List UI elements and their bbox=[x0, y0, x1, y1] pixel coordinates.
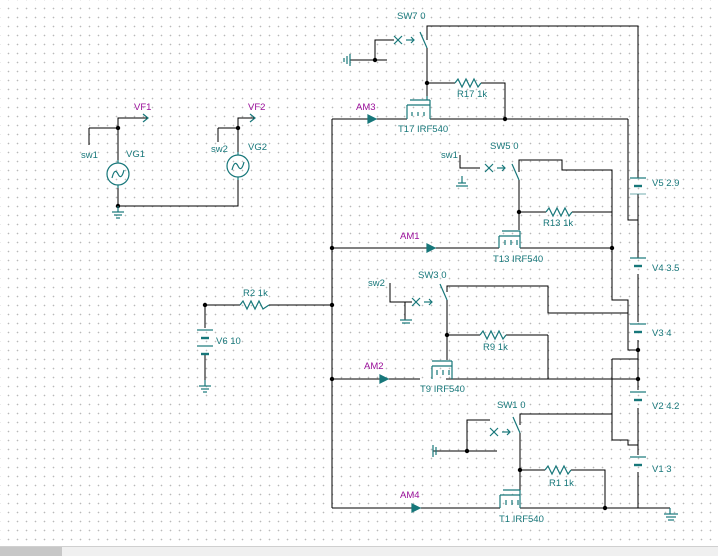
v2-label: V2 4.2 bbox=[652, 401, 679, 412]
v3-battery-icon[interactable] bbox=[630, 323, 646, 334]
sw7-switch-icon[interactable] bbox=[393, 31, 428, 49]
sw3-label: SW3 0 bbox=[418, 270, 447, 281]
v2-battery-icon[interactable] bbox=[630, 391, 646, 402]
horizontal-scrollbar[interactable] bbox=[0, 546, 718, 556]
sw1-net-label-b: sw1 bbox=[441, 150, 458, 161]
r9-label: R9 1k bbox=[483, 342, 508, 353]
am3-ammeter-icon[interactable] bbox=[367, 114, 378, 124]
v4-battery-icon[interactable] bbox=[630, 257, 646, 268]
sw1-net-label: sw1 bbox=[81, 150, 98, 161]
t17-mosfet-icon[interactable] bbox=[406, 96, 431, 119]
junction-dots bbox=[115, 57, 641, 511]
v5-battery-icon[interactable] bbox=[630, 177, 646, 195]
r2-label: R2 1k bbox=[243, 288, 268, 299]
scrollbar-thumb[interactable] bbox=[0, 547, 62, 556]
v4-label: V4 3.5 bbox=[652, 263, 679, 274]
r13-resistor-icon[interactable] bbox=[545, 206, 573, 218]
sw3-switch-icon[interactable] bbox=[411, 283, 448, 307]
t1-mosfet-icon[interactable] bbox=[499, 489, 521, 508]
r2-resistor-icon[interactable] bbox=[239, 299, 270, 311]
t1-label: T1 IRF540 bbox=[499, 514, 544, 525]
t13-label: T13 IRF540 bbox=[493, 254, 543, 265]
vg2-label: VG2 bbox=[248, 142, 267, 153]
am1-label: AM1 bbox=[400, 231, 420, 242]
am4-ammeter-icon[interactable] bbox=[411, 503, 422, 513]
sw2-net-label: sw2 bbox=[211, 144, 228, 155]
sw7-label: SW7 0 bbox=[397, 11, 426, 22]
ground-icon bbox=[199, 380, 211, 393]
v6-battery-icon[interactable] bbox=[197, 329, 213, 356]
r17-resistor-icon[interactable] bbox=[454, 77, 482, 89]
t9-mosfet-icon[interactable] bbox=[431, 360, 453, 379]
sw5-switch-icon[interactable] bbox=[484, 163, 520, 181]
ground-icon bbox=[112, 206, 124, 219]
v3-label: V3 4 bbox=[652, 328, 672, 339]
vg2-signal-source-icon[interactable] bbox=[226, 152, 250, 180]
ground-icon bbox=[343, 54, 351, 66]
am4-label: AM4 bbox=[400, 490, 420, 501]
r9-resistor-icon[interactable] bbox=[479, 329, 507, 341]
t17-label: T17 IRF540 bbox=[398, 124, 448, 135]
wires bbox=[88, 25, 670, 509]
am3-label: AM3 bbox=[356, 102, 376, 113]
v5-label: V5 2.9 bbox=[652, 178, 679, 189]
am2-label: AM2 bbox=[364, 361, 384, 372]
r1-label: R1 1k bbox=[549, 478, 574, 489]
t13-mosfet-icon[interactable] bbox=[498, 230, 521, 248]
vf2-label: VF2 bbox=[248, 102, 265, 113]
sw2-net-label-b: sw2 bbox=[368, 278, 385, 289]
sw5-label: SW5 0 bbox=[490, 141, 519, 152]
vg1-signal-source-icon[interactable] bbox=[106, 160, 130, 188]
t9-label: T9 IRF540 bbox=[420, 384, 465, 395]
sw1-label: SW1 0 bbox=[497, 400, 526, 411]
vf1-label: VF1 bbox=[134, 102, 151, 113]
r1-resistor-icon[interactable] bbox=[544, 464, 572, 476]
component-labels: VF1 VF2 VG1 VG2 sw1 sw2 sw1 sw2 AM3 AM1 … bbox=[81, 11, 679, 525]
am2-ammeter-icon[interactable] bbox=[379, 374, 390, 384]
r13-label: R13 1k bbox=[543, 218, 573, 229]
vf2-probe-icon[interactable] bbox=[249, 113, 256, 123]
vf1-probe-icon[interactable] bbox=[142, 113, 149, 123]
v1-battery-icon[interactable] bbox=[630, 456, 646, 467]
am1-ammeter-icon[interactable] bbox=[426, 243, 437, 253]
v1-label: V1 3 bbox=[652, 464, 672, 475]
v6-label: V6 10 bbox=[216, 336, 241, 347]
sw1-switch-icon[interactable] bbox=[489, 416, 521, 437]
ground-icon bbox=[664, 508, 678, 521]
r17-label: R17 1k bbox=[457, 89, 487, 100]
ground-icon bbox=[456, 176, 468, 187]
vg1-label: VG1 bbox=[126, 149, 145, 160]
ground-icon bbox=[400, 319, 412, 324]
ground-icon bbox=[432, 445, 437, 457]
